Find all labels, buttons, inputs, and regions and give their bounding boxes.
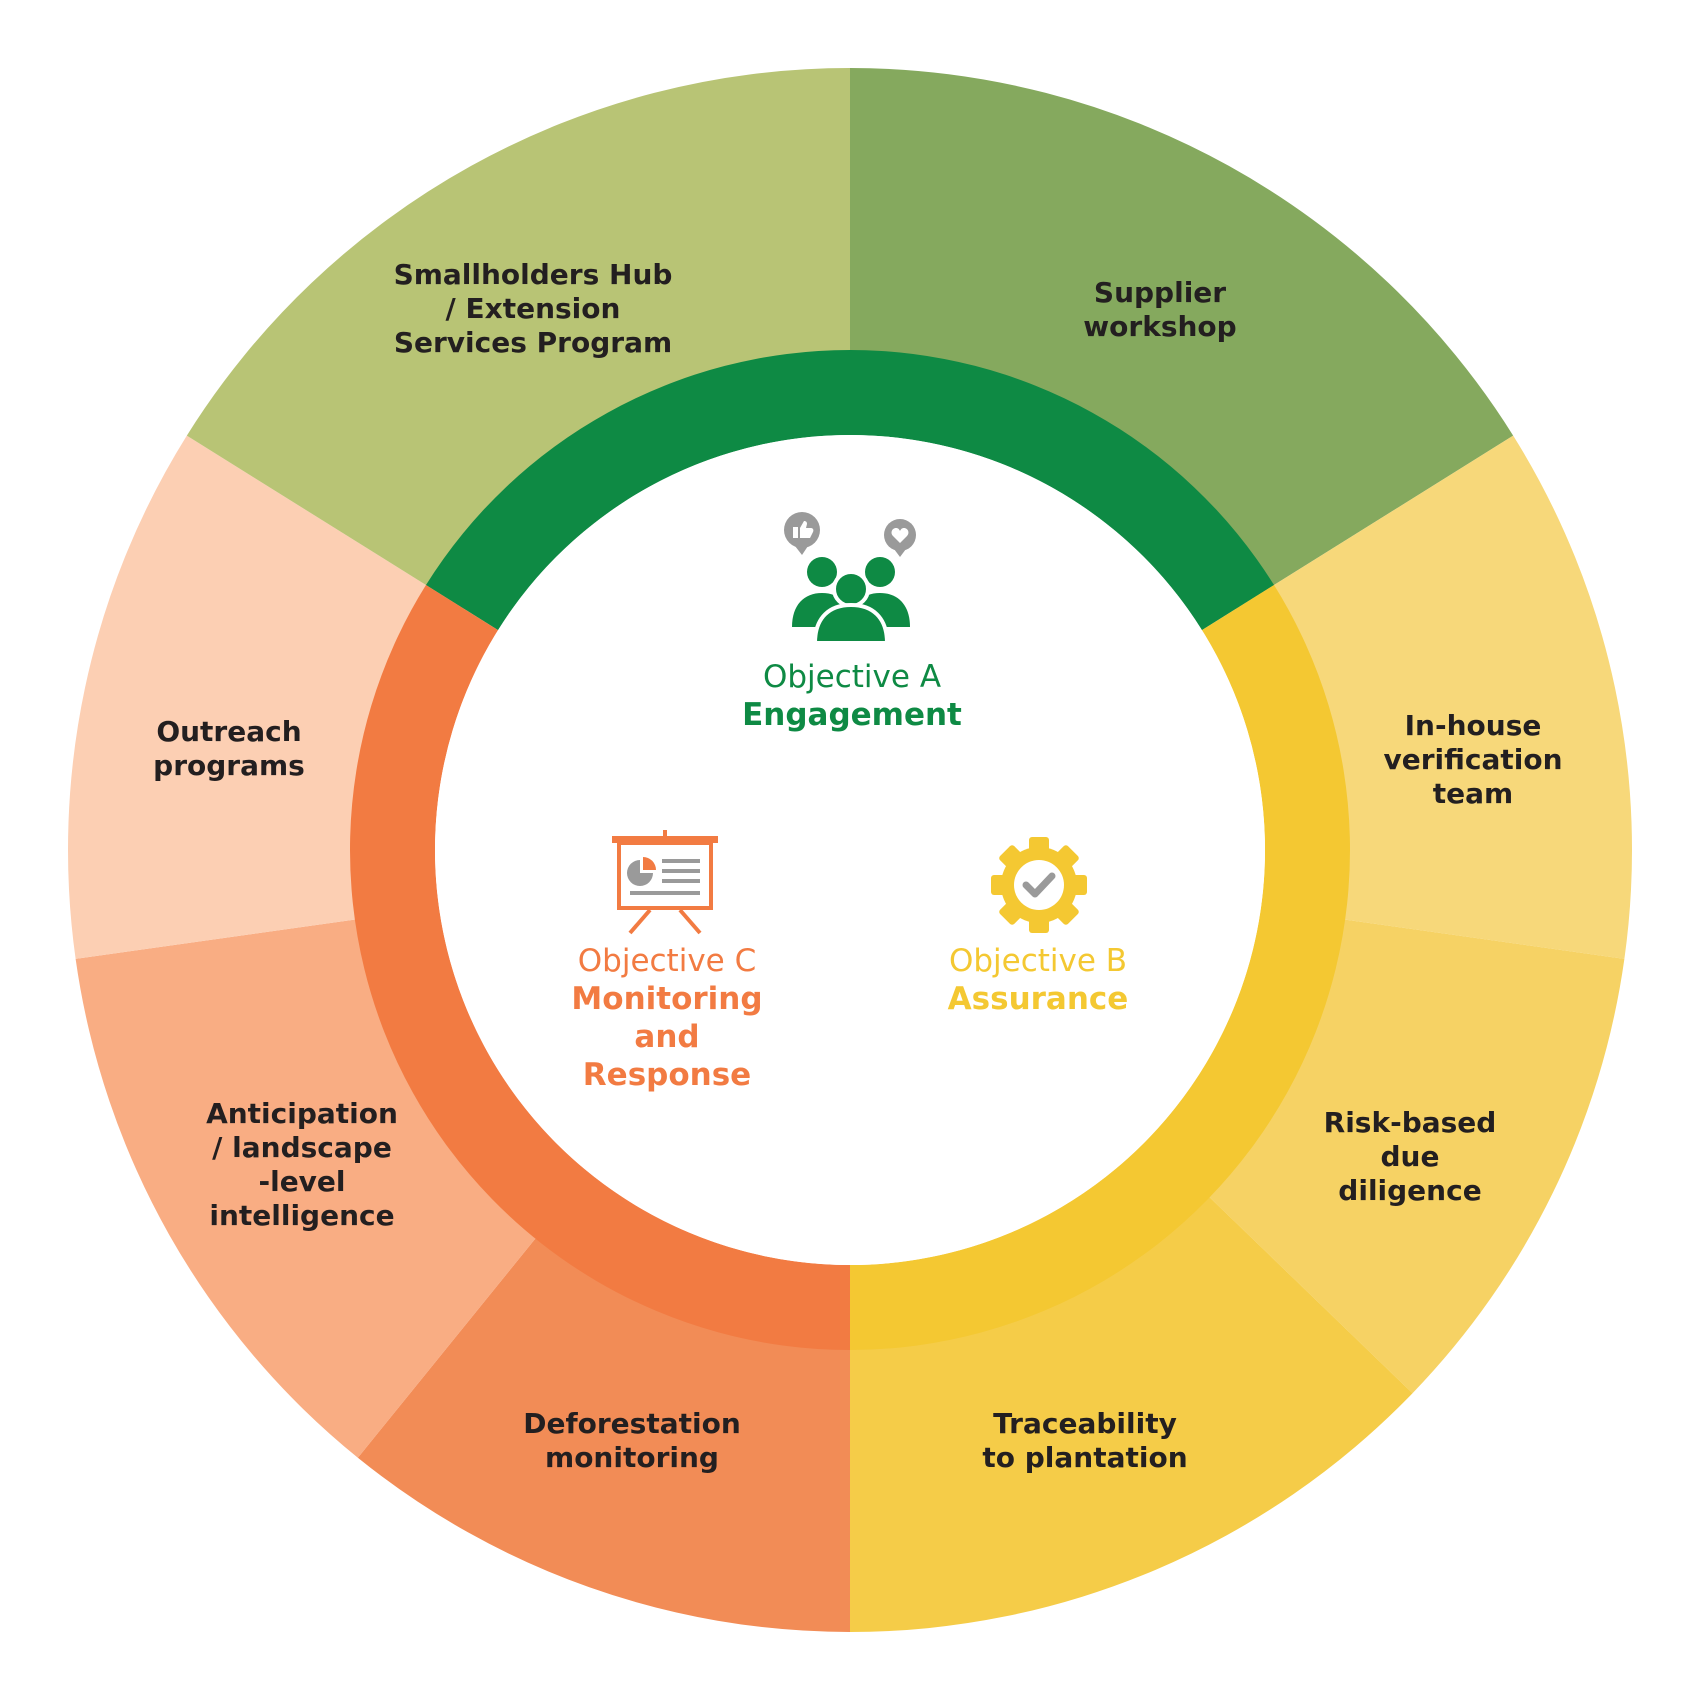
objective-b-number: Objective B	[948, 943, 1128, 979]
segment-label-risk-based-due-diligence: Risk-based due diligence	[1323, 1106, 1497, 1207]
outer-segment-traceability	[850, 1166, 1413, 1632]
objective-c-label: Objective C Monitoring and Response	[517, 942, 817, 1094]
outer-segment-anticipation	[75, 913, 564, 1458]
presentation-board-icon	[612, 830, 718, 935]
objective-b-name: Assurance	[947, 981, 1129, 1017]
segment-label-outreach: Outreach programs	[153, 715, 305, 782]
objective-c-name: Monitoring and Response	[571, 981, 763, 1093]
segment-label-traceability: Traceability to plantation	[982, 1407, 1188, 1474]
objective-a-number: Objective A	[762, 659, 942, 695]
segment-label-deforestation-monitoring: Deforestation monitoring	[523, 1407, 741, 1474]
objective-b-label: Objective B Assurance	[888, 942, 1188, 1018]
objective-a-label: Objective A Engagement	[702, 658, 1002, 734]
segment-label-anticipation: Anticipation / landscape -level intellig…	[206, 1097, 398, 1232]
engagement-ring-arc	[425, 350, 1275, 631]
segment-label-smallholders-hub: Smallholders Hub / Extension Services Pr…	[393, 258, 673, 359]
objective-c-number: Objective C	[577, 943, 757, 979]
outer-segment-supplier-workshop	[850, 68, 1514, 609]
assurance-ring-arc	[850, 585, 1351, 1350]
inner-ring	[349, 350, 1351, 1350]
objective-a-name: Engagement	[742, 697, 962, 733]
monitoring-ring-arc	[349, 585, 850, 1350]
gear-check-icon	[991, 837, 1087, 933]
segment-label-in-house-verification: In-house verification team	[1383, 709, 1563, 810]
people-engagement-icon	[784, 512, 916, 645]
center-disc	[435, 435, 1265, 1265]
segment-label-supplier-workshop: Supplier workshop	[1083, 276, 1237, 343]
outer-segment-smallholders-hub	[186, 68, 850, 609]
